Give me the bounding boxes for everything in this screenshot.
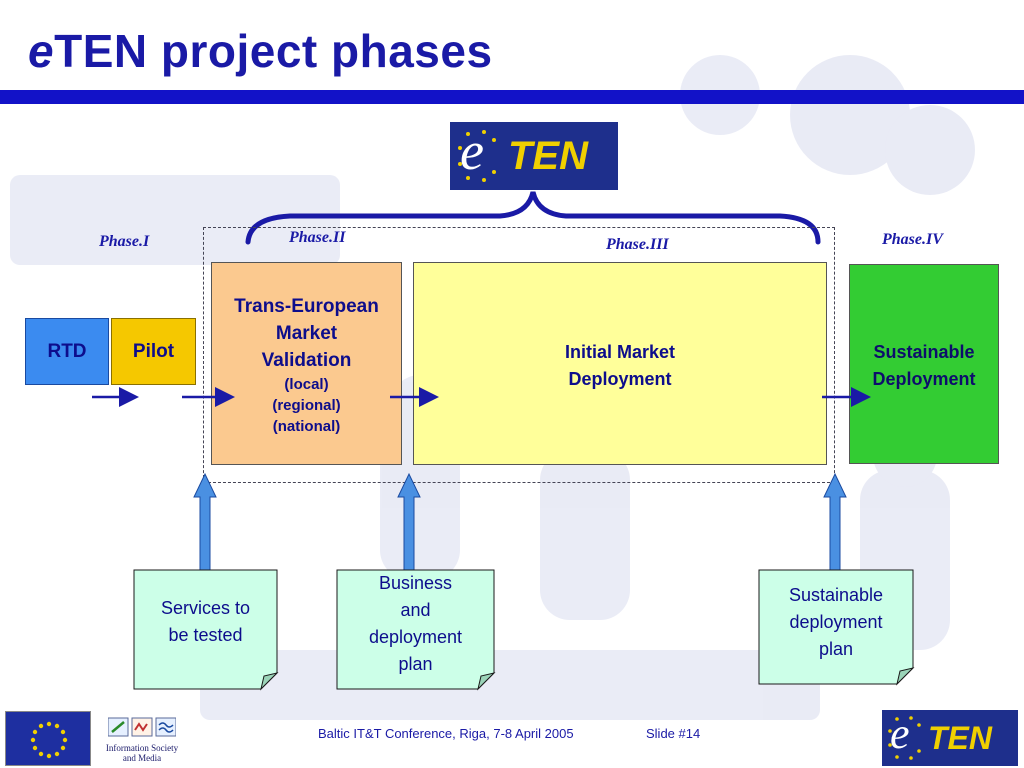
business-line-2: and [400, 600, 431, 620]
arrow-up-business [397, 472, 421, 571]
business-line-3: deployment [368, 627, 463, 647]
pilot-box: Pilot [111, 318, 196, 385]
services-to-be-tested-note: Services to be tested [134, 570, 277, 674]
footer-slide-number: Slide #14 [646, 726, 701, 741]
phase-3-label: Phase.III [606, 236, 669, 253]
title-text: TEN project phases [54, 25, 493, 77]
bottom-logo-e: e [890, 709, 910, 758]
initial-line-1: Initial Market [564, 342, 676, 362]
footer-conference: Baltic IT&T Conference, Riga, 7-8 April … [318, 726, 574, 741]
phase-1-label: Phase.I [99, 233, 150, 250]
validation-line-2: Market [275, 323, 338, 344]
services-line-1: Services to [160, 598, 251, 618]
validation-regional: (regional) [272, 397, 341, 414]
slide-title: eTEN project phases [28, 24, 493, 78]
phase-group-frame [203, 227, 835, 483]
rtd-label: RTD [47, 340, 87, 362]
phase-2-label: Phase.II [289, 229, 346, 246]
business-deployment-plan-note: Business and deployment plan [337, 568, 494, 680]
validation-local: (local) [284, 376, 329, 393]
validation-line-3: Validation [261, 350, 352, 371]
eu-stars-icon [458, 130, 496, 182]
sustainable-plan-line-3: plan [818, 638, 854, 659]
ism-line-1: Information Society [105, 743, 179, 753]
market-validation-box: Trans-European Market Validation (local)… [211, 262, 402, 465]
pilot-label: Pilot [132, 340, 175, 362]
eu-stars-small-icon [888, 716, 921, 760]
sustainable-plan-line-2: deployment [789, 611, 883, 632]
business-line-4: plan [398, 654, 433, 674]
top-logo-text: TEN [508, 134, 588, 178]
sustainable-plan-line-1: Sustainable [788, 584, 884, 605]
eu-flag-logo [5, 711, 91, 766]
business-line-1: Business [378, 573, 453, 593]
bottom-logo-text: TEN [928, 720, 992, 756]
sustainable-deployment-plan-note: Sustainable deployment plan [759, 570, 913, 674]
initial-line-2: Deployment [568, 369, 672, 389]
title-rule [0, 90, 1024, 104]
eten-logo-bottom: e TEN [882, 709, 1018, 766]
arrow-up-services [193, 472, 217, 571]
validation-line-1: Trans-European [234, 296, 379, 317]
initial-market-deployment-box: Initial Market Deployment [413, 262, 827, 465]
validation-national: (national) [272, 418, 341, 435]
ism-line-2: and Media [122, 753, 162, 763]
sustainable-line-1: Sustainable [873, 342, 975, 362]
services-line-2: be tested [168, 625, 243, 645]
sustainable-deployment-box: Sustainable Deployment [849, 264, 999, 464]
rtd-box: RTD [25, 318, 109, 385]
sustainable-line-2: Deployment [872, 369, 976, 389]
information-society-logo: Information Society and Media [96, 714, 188, 764]
arrow-up-sustainable-plan [823, 472, 847, 571]
top-logo-e: e [460, 121, 484, 181]
info-society-icon [108, 717, 176, 737]
eten-logo-top: e TEN [450, 121, 618, 190]
phase-4-label: Phase.IV [882, 231, 943, 248]
title-e: e [28, 25, 55, 77]
eu-flag-stars-icon [30, 721, 68, 759]
